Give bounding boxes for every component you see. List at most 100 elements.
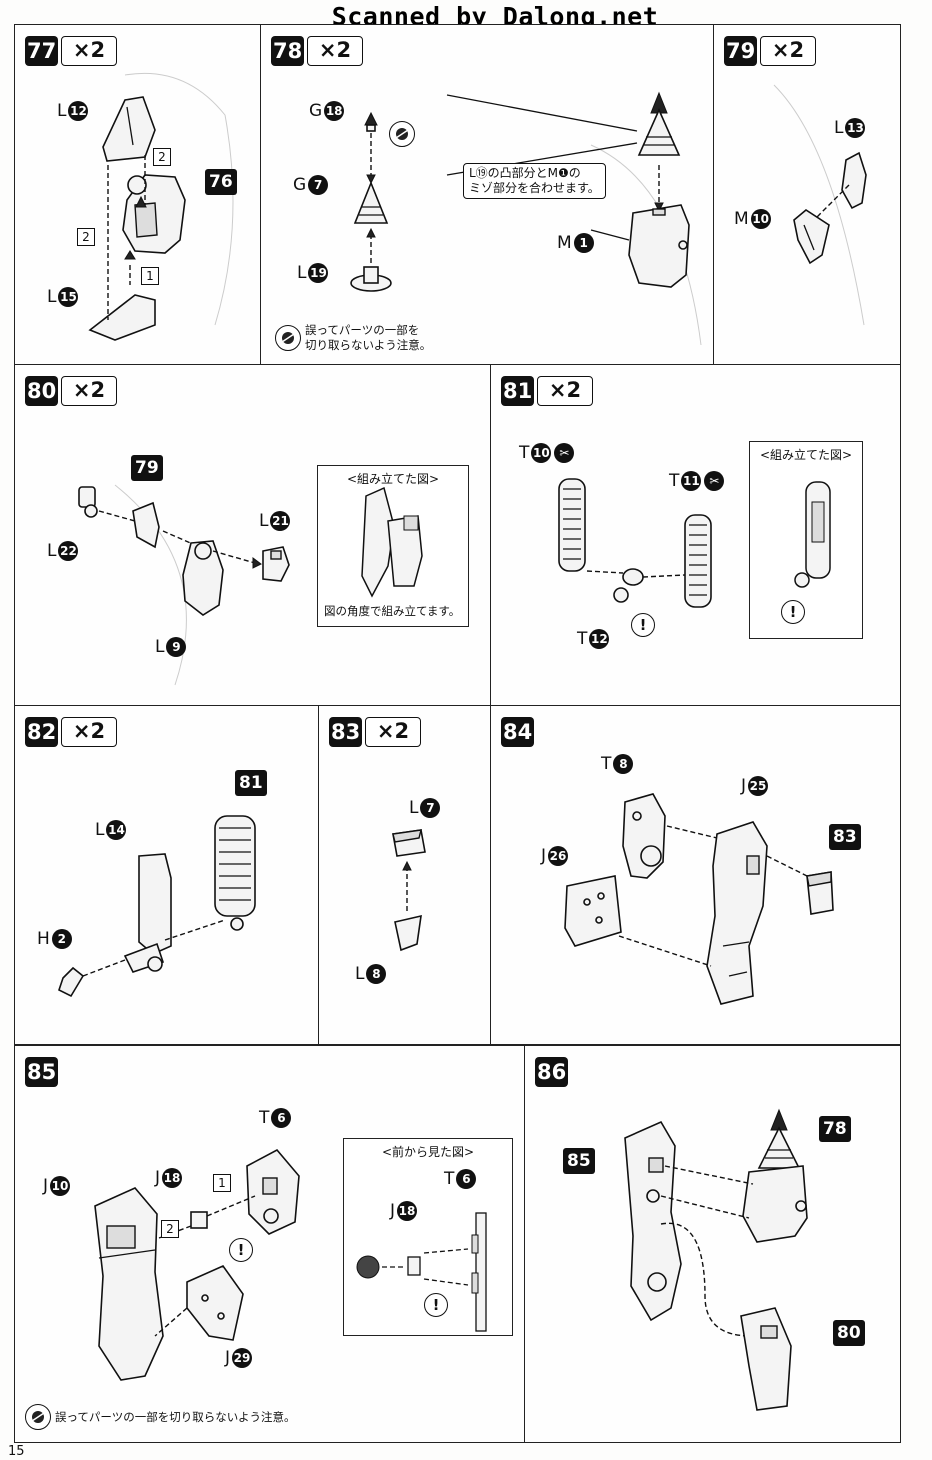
step-number: 83	[329, 717, 363, 747]
inset-note: 図の角度で組み立てます。	[324, 604, 461, 618]
part-number-badge: 22	[58, 541, 79, 561]
page-number: 15	[8, 1444, 25, 1459]
inset-title: <前から見た図>	[381, 1145, 475, 1159]
warning-note: 誤ってパーツの一部を 切り取らないよう注意。	[305, 323, 432, 352]
assembly-diagram	[78, 484, 290, 686]
part-letter: J	[155, 1168, 161, 1188]
part-letter: T	[601, 754, 612, 774]
assembled-part-drawing	[794, 481, 831, 588]
assembly-diagram	[564, 793, 834, 1005]
part-letter: G	[293, 175, 307, 195]
assembly-diagram	[624, 1108, 808, 1411]
warning-cut-icon	[275, 325, 301, 351]
part-number-badge: 15	[58, 287, 79, 307]
step-number: 82	[25, 717, 59, 747]
part-number-badge: 12	[589, 629, 610, 649]
caution-icon: !	[631, 613, 655, 637]
part-number-badge: 18	[162, 1168, 183, 1188]
quantity-badge: ×2	[61, 376, 117, 406]
quantity-badge: ×2	[61, 717, 117, 747]
quantity-badge: ×2	[760, 36, 816, 66]
quantity-badge: ×2	[537, 376, 593, 406]
assembly-diagram	[773, 84, 867, 326]
assembly-diagram	[350, 91, 702, 346]
part-letter: G	[309, 101, 323, 121]
part-number-badge: 6	[271, 1108, 292, 1128]
part-number-badge: 7	[308, 175, 329, 195]
assembled-view-inset: <組み立てた図> 図の角度で組み立てます。	[317, 465, 469, 627]
step-reference-80: 80	[833, 1320, 865, 1346]
step-number: 77	[25, 36, 59, 66]
quantity-badge: ×2	[365, 717, 421, 747]
step-number: 81	[501, 376, 535, 406]
step-number: 85	[25, 1057, 59, 1087]
step-reference-85: 85	[563, 1148, 595, 1174]
assembly-diagram	[558, 478, 712, 608]
part-number-badge: 25	[748, 776, 769, 796]
step-reference-76: 76	[205, 169, 237, 195]
part-letter: L	[834, 118, 844, 138]
part-letter: J	[541, 846, 547, 866]
part-number-badge: 29	[232, 1348, 253, 1368]
step-reference-83: 83	[829, 824, 861, 850]
caution-icon: !	[424, 1293, 448, 1317]
step-number: 78	[271, 36, 305, 66]
part-letter: T	[669, 471, 680, 491]
part-letter: J	[390, 1201, 396, 1221]
part-letter: T	[259, 1108, 270, 1128]
assembled-view-inset: <組み立てた図> !	[749, 441, 863, 639]
step-number: 79	[724, 36, 758, 66]
part-number-badge: 21	[270, 511, 291, 531]
part-letter: J	[741, 776, 747, 796]
step-reference-79: 79	[131, 455, 163, 481]
part-letter: L	[355, 964, 365, 984]
order-box-2: 2	[161, 1220, 179, 1238]
part-letter: L	[57, 101, 67, 121]
part-number-badge: 7	[420, 798, 441, 818]
assembly-diagram	[94, 1148, 300, 1381]
quantity-badge: ×2	[307, 36, 363, 66]
alignment-callout: L⑲の凸部分とM❶の ミゾ部分を合わせます。	[463, 163, 606, 199]
part-letter: T	[577, 629, 588, 649]
assembly-diagram	[88, 72, 234, 341]
assembly-diagram	[58, 815, 256, 998]
front-view-drawing	[356, 1212, 487, 1332]
part-letter: L	[297, 263, 307, 283]
part-letter: J	[225, 1348, 231, 1368]
part-number-badge: 18	[324, 101, 345, 121]
inset-title: <組み立てた図>	[346, 472, 440, 486]
part-number-badge: 10	[750, 209, 771, 229]
part-letter: M	[734, 209, 749, 229]
part-letter: L	[47, 287, 57, 307]
order-box-1: 1	[213, 1174, 231, 1192]
part-number-badge: 26	[548, 846, 569, 866]
part-number-badge: 2	[51, 929, 72, 949]
part-number-badge: 19	[308, 263, 329, 283]
warning-cut-icon	[25, 1404, 51, 1430]
